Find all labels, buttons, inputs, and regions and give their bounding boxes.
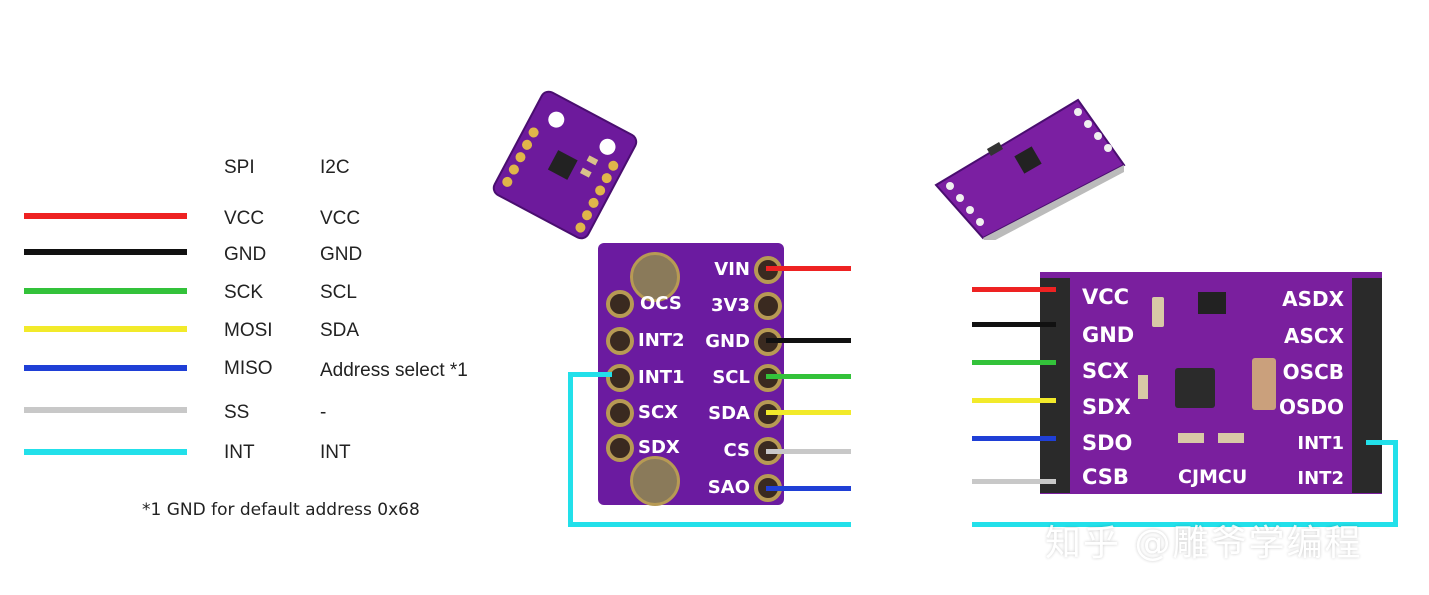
- resistor-icon: [1178, 433, 1204, 443]
- board2-pin-label: ASCX: [1284, 324, 1345, 348]
- legend-wire-blue: [24, 365, 187, 371]
- legend-i2c-label: SCL: [320, 282, 357, 303]
- wire-vcc: [766, 266, 851, 271]
- board2-pin-label: VCC: [1082, 285, 1129, 309]
- pin-pad-icon: [606, 399, 634, 427]
- legend-i2c-label: GND: [320, 244, 363, 265]
- board2-pin-label: SDX: [1082, 395, 1131, 419]
- legend-spi-label: SCK: [224, 282, 264, 303]
- legend-spi-label: GND: [224, 244, 267, 265]
- wire-cs: [766, 449, 851, 454]
- board1-pin-label: INT2: [638, 330, 685, 351]
- board1-pin-label: VIN: [714, 259, 750, 280]
- wire-int1: [1366, 440, 1398, 445]
- wire-sdx: [972, 398, 1056, 403]
- wire-int1: [568, 372, 612, 377]
- legend-wire-gray: [24, 407, 187, 413]
- legend-i2c-label: -: [320, 402, 327, 423]
- board2-pin-label: ASDX: [1282, 287, 1344, 311]
- legend-wire-cyan: [24, 449, 187, 455]
- legend-spi-label: VCC: [224, 208, 265, 229]
- pin-pad-icon: [606, 364, 634, 392]
- watermark: 知乎 @雕爷学编程: [1045, 523, 1363, 564]
- legend-wire-red: [24, 213, 187, 219]
- legend-wire-green: [24, 288, 187, 294]
- legend-i2c-label: Address select *1: [320, 360, 468, 381]
- board2-pin-label: OSCB: [1283, 360, 1344, 384]
- board2-pin-label: GND: [1082, 323, 1134, 347]
- capacitor-icon: [1252, 358, 1276, 410]
- board1-pin-label: SCL: [712, 367, 750, 388]
- board2-pin-label: OSDO: [1279, 395, 1344, 419]
- wire-int1: [1393, 440, 1398, 527]
- wire-int1: [972, 522, 1398, 527]
- wire-int1: [568, 522, 851, 527]
- wire-scx: [972, 360, 1056, 365]
- board1-right-labels: VIN 3V3 GND SCL SDA CS SAO: [705, 259, 750, 498]
- board1-pin-label: SDA: [708, 403, 750, 424]
- legend-spi-label: MISO: [224, 358, 273, 379]
- mounting-hole-icon: [630, 456, 680, 506]
- legend-header-spi: SPI: [224, 157, 255, 178]
- regulator-chip-icon: [1198, 292, 1226, 314]
- board2-pin-label: INT1: [1297, 433, 1344, 454]
- pin-pad-icon: [606, 327, 634, 355]
- legend-wire-black: [24, 249, 187, 255]
- board2-photo: [934, 98, 1126, 240]
- board2-left-header: [1040, 278, 1070, 493]
- board1-pin-label: 3V3: [711, 295, 750, 316]
- board1-photo: [492, 90, 638, 240]
- wire-gnd: [972, 322, 1056, 327]
- board1-pin-label: SCX: [638, 402, 678, 423]
- sensor-chip-icon: [1175, 368, 1215, 408]
- board1-pin-label: SAO: [708, 477, 750, 498]
- pin-pad-icon: [754, 292, 782, 320]
- wire-sao: [766, 486, 851, 491]
- board2-pin-label: SDO: [1082, 431, 1132, 455]
- board1-left-labels: OCS INT2 INT1 SCX SDX: [638, 293, 685, 458]
- legend-spi-label: INT: [224, 442, 255, 463]
- board1-pin-label: SDX: [638, 437, 680, 458]
- wire-vcc: [972, 287, 1056, 292]
- board1-pin-label: OCS: [640, 293, 682, 314]
- legend-footnote: *1 GND for default address 0x68: [142, 500, 420, 520]
- board2-labels: VCC GND SCX SDX SDO CSB ASDX ASCX OSCB O…: [1082, 285, 1345, 489]
- resistor-icon: [1218, 433, 1244, 443]
- board1-pin-label: INT1: [638, 367, 685, 388]
- legend-wire-yellow: [24, 326, 187, 332]
- board1-pin-label: CS: [723, 440, 750, 461]
- legend-spi-label: SS: [224, 402, 250, 423]
- wire-int1: [568, 372, 573, 527]
- legend-i2c-label: SDA: [320, 320, 360, 341]
- legend-header-i2c: I2C: [320, 157, 350, 178]
- wire-sda: [766, 410, 851, 415]
- legend-i2c-label: INT: [320, 442, 351, 463]
- wire-csb: [972, 479, 1056, 484]
- board2-right-header: [1352, 278, 1382, 493]
- board2-pin-label: SCX: [1082, 359, 1129, 383]
- board2-pin-label: CSB: [1082, 465, 1129, 489]
- resistor-icon: [1138, 375, 1148, 399]
- mounting-hole-icon: [630, 252, 680, 302]
- legend-i2c-label: VCC: [320, 208, 361, 229]
- capacitor-icon: [1152, 297, 1164, 327]
- pin-pad-icon: [606, 290, 634, 318]
- board2-pin-label: INT2: [1297, 468, 1344, 489]
- board1-pin-label: GND: [705, 331, 750, 352]
- legend-spi-label: MOSI: [224, 320, 273, 341]
- pin-pad-icon: [606, 434, 634, 462]
- wire-gnd: [766, 338, 851, 343]
- board2-brand-label: CJMCU: [1178, 466, 1247, 488]
- wire-scl: [766, 374, 851, 379]
- wire-sdo: [972, 436, 1056, 441]
